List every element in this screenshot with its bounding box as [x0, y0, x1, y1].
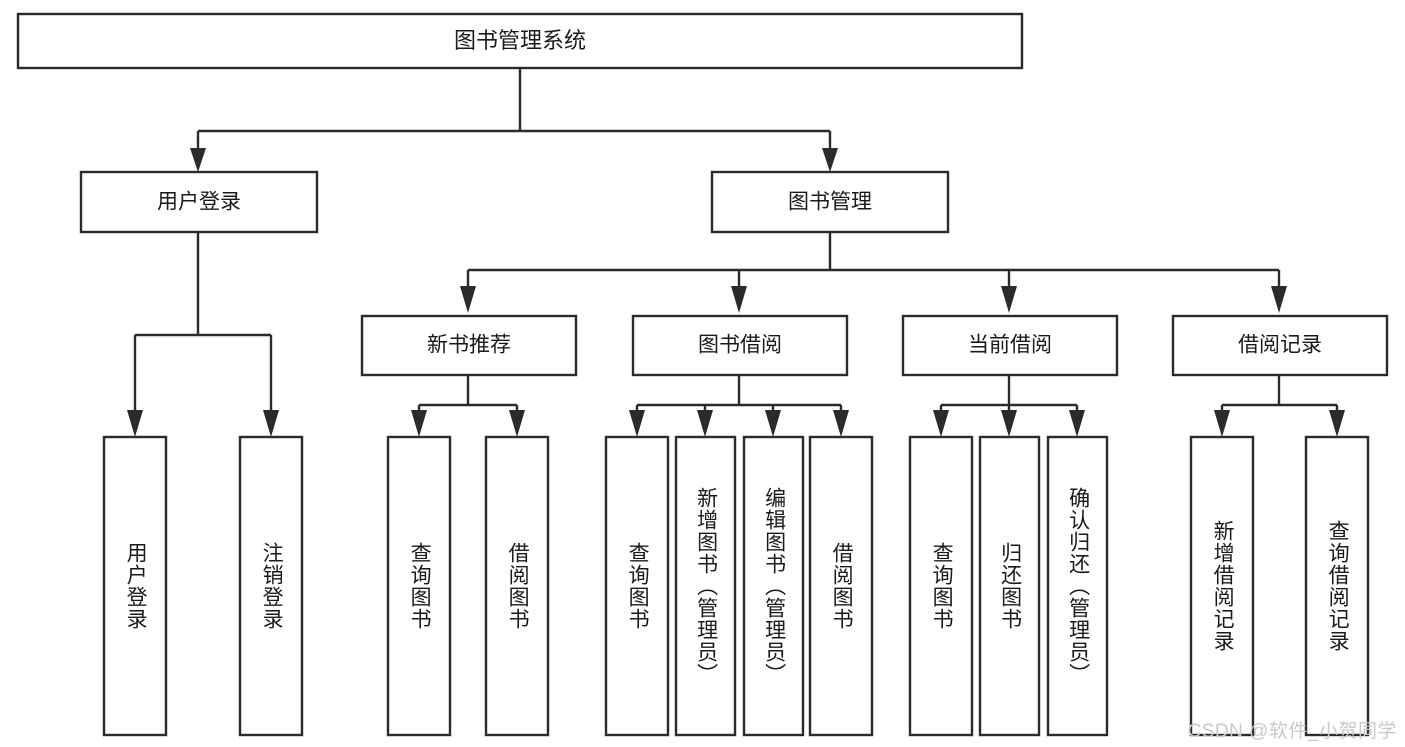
node-borrow-record-label: 借阅记录 — [1238, 334, 1322, 357]
arrow-to-leaf-user-login — [127, 410, 143, 437]
arrow-to-leaf-confirm-return — [1069, 410, 1085, 437]
arrow-to-leaf-query-book-2 — [629, 410, 645, 437]
node-book-management-box[interactable] — [710, 170, 950, 234]
node-leaf-add-record-box[interactable] — [1189, 435, 1255, 737]
node-leaf-user-login-box[interactable] — [102, 435, 168, 737]
node-layer: 图书管理系统 用户登录 图书管理 新书推荐 图书借阅 当前借阅 借阅记录 — [16, 12, 1389, 737]
node-current-borrow-box[interactable] — [901, 314, 1119, 377]
arrow-to-book-borrow — [731, 286, 747, 313]
arrow-to-leaf-add-book — [697, 410, 713, 437]
node-leaf-borrow-book-1-box[interactable] — [484, 435, 550, 737]
node-user-login-label: 用户登录 — [157, 191, 241, 214]
node-leaf-logout-login-box[interactable] — [238, 435, 304, 737]
node-leaf-borrow-book-2-box[interactable] — [808, 435, 874, 737]
arrow-to-leaf-add-record — [1214, 410, 1230, 437]
node-leaf-edit-book-box[interactable] — [742, 435, 805, 737]
arrow-to-leaf-logout-login — [263, 410, 279, 437]
arrow-to-leaf-query-record — [1329, 410, 1345, 437]
arrow-to-user-login — [190, 148, 206, 172]
node-book-borrow-box[interactable] — [631, 314, 849, 377]
node-root-box[interactable] — [16, 12, 1024, 70]
arrow-to-leaf-query-book-1 — [411, 410, 427, 437]
node-user-login-box[interactable] — [79, 170, 319, 234]
node-book-management-label: 图书管理 — [788, 191, 872, 214]
arrow-to-borrow-record — [1271, 286, 1287, 313]
node-leaf-query-book-2-box[interactable] — [604, 435, 670, 737]
node-root-label: 图书管理系统 — [454, 28, 586, 53]
arrow-to-current-borrow — [1001, 286, 1017, 313]
node-new-book-recommend-box[interactable] — [360, 314, 578, 377]
node-leaf-confirm-return-box[interactable] — [1046, 435, 1109, 737]
csdn-watermark: CSDN @软件_小贺同学 — [1187, 721, 1397, 742]
node-new-book-recommend-label: 新书推荐 — [427, 334, 511, 357]
node-borrow-record-box[interactable] — [1171, 314, 1389, 377]
arrow-to-book-management — [822, 148, 838, 172]
connector-layer — [127, 68, 1345, 437]
node-leaf-query-record-box[interactable] — [1304, 435, 1370, 737]
node-book-borrow-label: 图书借阅 — [698, 334, 782, 357]
arrow-to-leaf-borrow-book-1 — [509, 410, 525, 437]
arrow-to-leaf-borrow-book-2 — [833, 410, 849, 437]
node-leaf-return-book-box[interactable] — [978, 435, 1041, 737]
arrow-to-new-book-recommend — [460, 286, 476, 313]
node-leaf-add-book-box[interactable] — [674, 435, 737, 737]
arrow-to-leaf-edit-book — [765, 410, 781, 437]
node-leaf-query-book-3-box[interactable] — [908, 435, 974, 737]
arrow-to-leaf-query-book-3 — [933, 410, 949, 437]
node-leaf-query-book-1-box[interactable] — [386, 435, 452, 737]
arrow-to-leaf-return-book — [1001, 410, 1017, 437]
node-current-borrow-label: 当前借阅 — [968, 334, 1052, 357]
